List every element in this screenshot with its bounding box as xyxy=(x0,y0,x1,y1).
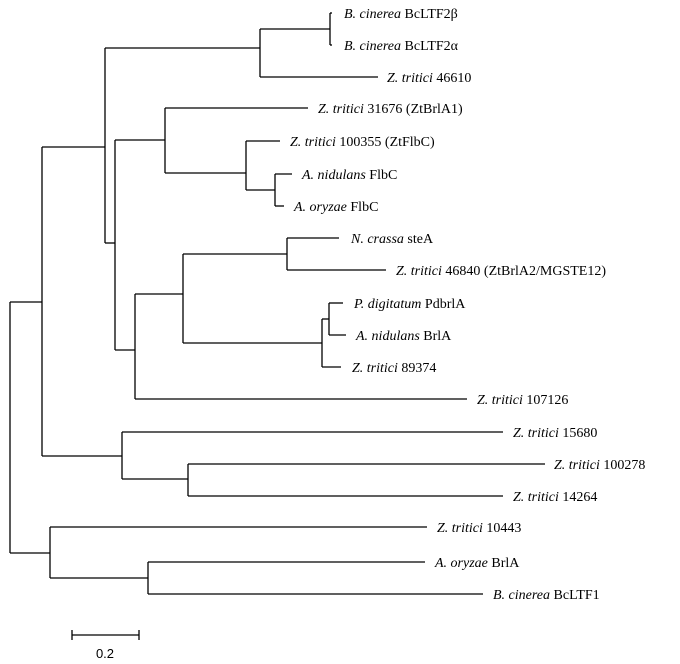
leaf-labels: B. cinerea BcLTF2β B. cinerea BcLTF2α Z.… xyxy=(290,7,645,603)
leaf-label: Z. tritici 15680 xyxy=(513,426,597,441)
leaf-label: A. oryzae FlbC xyxy=(293,200,378,215)
leaf-label: Z. tritici 100278 xyxy=(554,458,645,473)
leaf-label: Z. tritici 89374 xyxy=(352,361,436,376)
leaf-label: B. cinerea BcLTF1 xyxy=(493,588,600,603)
leaf-label: Z. tritici 100355 (ZtFlbC) xyxy=(290,135,435,150)
scale-bar: 0.2 xyxy=(71,630,140,661)
leaf-label: Z. tritici 14264 xyxy=(513,490,597,505)
leaf-label: B. cinerea BcLTF2α xyxy=(344,39,459,54)
leaf-label: A. oryzae BrlA xyxy=(434,556,520,571)
leaf-label: N. crassa steA xyxy=(350,232,434,247)
scale-bar-label: 0.2 xyxy=(96,646,114,661)
tree-branches xyxy=(9,12,545,595)
leaf-label: Z. tritici 46610 xyxy=(387,71,471,86)
leaf-label: Z. tritici 107126 xyxy=(477,393,568,408)
leaf-label: Z. tritici 46840 (ZtBrlA2/MGSTE12) xyxy=(396,264,606,279)
leaf-label: A. nidulans BrlA xyxy=(355,329,452,344)
leaf-label: P. digitatum PdbrlA xyxy=(353,297,466,312)
leaf-label: Z. tritici 10443 xyxy=(437,521,521,536)
leaf-label: A. nidulans FlbC xyxy=(301,168,397,183)
leaf-label: B. cinerea BcLTF2β xyxy=(344,7,458,22)
leaf-label: Z. tritici 31676 (ZtBrlA1) xyxy=(318,102,463,117)
